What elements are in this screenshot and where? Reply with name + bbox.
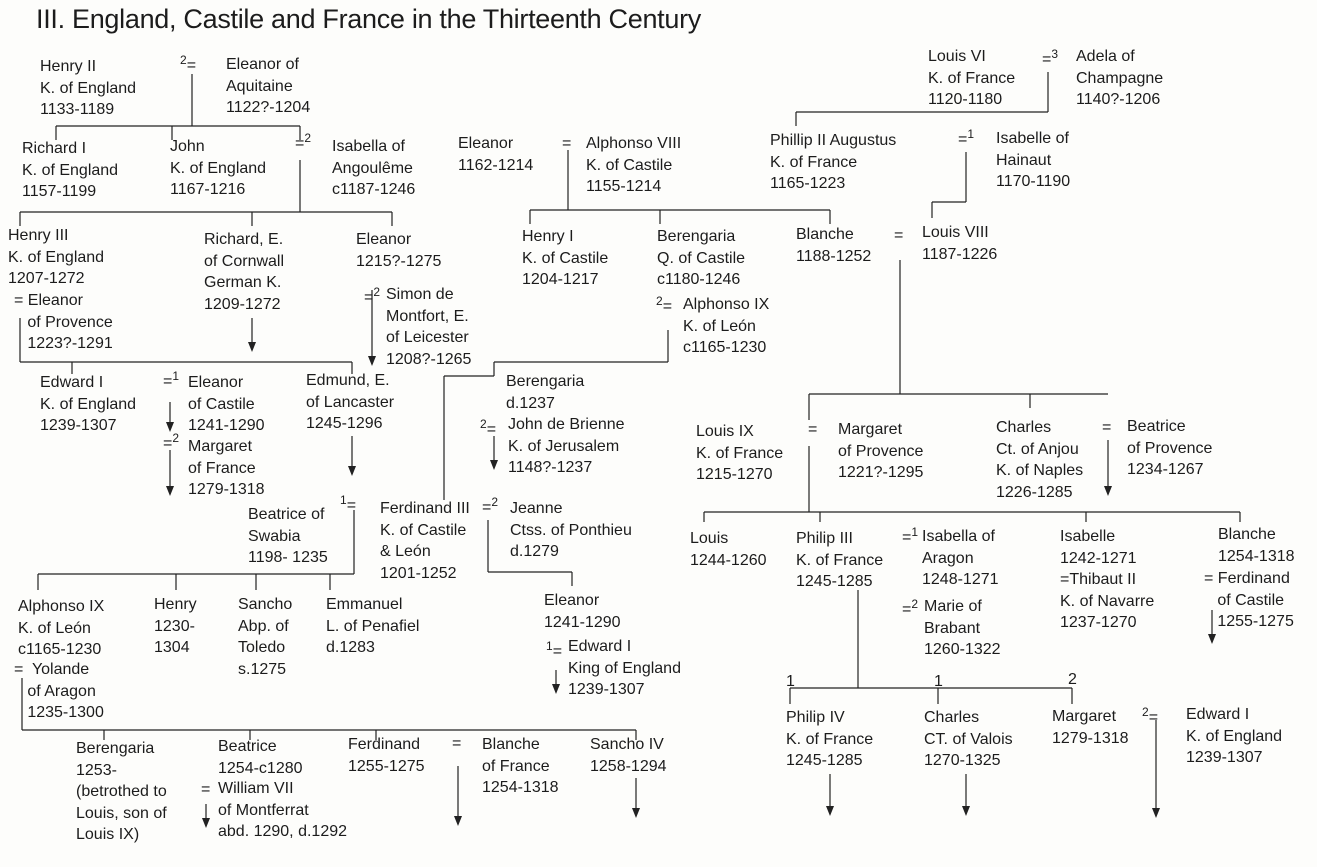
birth-order-mark: 1: [786, 673, 795, 690]
person-beatrice-1254: Beatrice 1254-c1280: [218, 738, 303, 777]
person-simon-de-montfort: Simon de Montfort, E. of Leicester 1208?…: [386, 286, 472, 368]
person-ferdinand-1255: Ferdinand 1255-1275: [348, 736, 425, 775]
marriage-mark: 2=: [180, 53, 197, 74]
person-phillip-ii: Phillip II Augustus K. of France 1165-12…: [770, 132, 897, 192]
person-henry-i-castile: Henry I K. of Castile 1204-1217: [522, 228, 609, 288]
person-isabella-angouleme: Isabella of Angoulême c1187-1246: [332, 138, 416, 198]
marriage-mark: 1=: [340, 493, 357, 514]
birth-order-mark: 1: [934, 673, 943, 690]
person-beatrice-provence: Beatrice of Provence 1234-1267: [1127, 418, 1213, 478]
person-edward-i-king: Edward I King of England 1239-1307: [568, 638, 681, 698]
person-isabelle-1242: Isabelle 1242-1271 =Thibaut II K. of Nav…: [1060, 528, 1155, 631]
chart-title: III. England, Castile and France in the …: [36, 4, 701, 34]
spouse-ferdinand-castile: = Ferdinand of Castile 1255-1275: [1204, 570, 1294, 630]
marriage-mark: =2: [902, 597, 919, 618]
person-emmanuel: Emmanuel L. of Penafiel d.1283: [326, 596, 420, 656]
person-margaret-france: Margaret of France 1279-1318: [188, 438, 265, 498]
person-alphonso-viii: Alphonso VIII K. of Castile 1155-1214: [586, 135, 682, 195]
person-isabelle-hainaut: Isabelle of Hainaut 1170-1190: [996, 130, 1071, 190]
person-henry-iii: Henry III K. of England 1207-1272: [8, 227, 105, 287]
person-william-vii: William VII of Montferrat abd. 1290, d.1…: [218, 780, 348, 840]
person-richard-i: Richard I K. of England 1157-1199: [22, 140, 119, 200]
person-eleanor-1215: Eleanor 1215?-1275: [356, 231, 442, 270]
person-ferdinand-iii: Ferdinand III K. of Castile & León 1201-…: [380, 500, 470, 582]
person-sancho-abp: Sancho Abp. of Toledo s.1275: [238, 596, 293, 678]
birth-order-mark: 2: [1068, 671, 1077, 688]
person-beatrice-swabia: Beatrice of Swabia 1198- 1235: [248, 506, 328, 566]
person-sancho-iv: Sancho IV 1258-1294: [590, 736, 667, 775]
person-eleanor-aquitaine: Eleanor of Aquitaine 1122?-1204: [226, 56, 311, 116]
person-john-de-brienne: John de Brienne K. of Jerusalem 1148?-12…: [508, 416, 625, 476]
person-edward-i-b: Edward I K. of England 1239-1307: [1186, 706, 1283, 766]
marriage-mark: 2=: [480, 417, 497, 438]
person-blanche-1254a: Blanche 1254-1318: [1218, 526, 1295, 565]
marriage-mark: =2: [482, 495, 499, 516]
spouse-eleanor-provence: = Eleanor of Provence 1223?-1291: [14, 292, 113, 352]
person-margaret-provence: Margaret of Provence 1221?-1295: [838, 421, 924, 481]
person-louis-ix: Louis IX K. of France 1215-1270: [696, 423, 784, 483]
marriage-mark: 2=: [656, 294, 673, 315]
marriage-mark: =: [808, 421, 818, 438]
person-louis-viii: Louis VIII 1187-1226: [922, 224, 998, 263]
person-edmund: Edmund, E. of Lancaster 1245-1296: [306, 372, 395, 432]
person-isabella-aragon: Isabella of Aragon 1248-1271: [922, 528, 999, 588]
person-alphonso-ix-a: Alphonso IX K. of León c1165-1230: [683, 296, 770, 356]
person-charles-anjou: Charles Ct. of Anjou K. of Naples 1226-1…: [996, 419, 1084, 501]
person-blanche-1254b: Blanche of France 1254-1318: [482, 736, 559, 796]
marriage-mark: =2: [295, 131, 312, 152]
person-berengaria-1237: Berengaria d.1237: [506, 373, 585, 412]
marriage-mark: =1: [958, 127, 975, 148]
person-adela: Adela of Champagne 1140?-1206: [1076, 48, 1164, 108]
marriage-mark: =: [201, 781, 211, 798]
marriage-mark: =: [562, 135, 572, 152]
person-henry-ii: Henry II K. of England 1133-1189: [40, 58, 137, 118]
marriage-mark: =2: [364, 285, 381, 306]
person-louis-vi: Louis VI K. of France 1120-1180: [928, 48, 1016, 108]
person-jeanne: Jeanne Ctss. of Ponthieu d.1279: [510, 500, 632, 560]
marriage-mark: =1: [902, 525, 919, 546]
person-blanche-1188: Blanche 1188-1252: [796, 226, 872, 265]
marriage-mark: 1=: [546, 639, 563, 660]
person-eleanor-1241: Eleanor 1241-1290: [544, 592, 621, 631]
person-louis-1244: Louis 1244-1260: [690, 530, 767, 569]
person-berengaria-1253: Berengaria 1253- (betrothed to Louis, so…: [76, 740, 167, 843]
person-berengaria-queen: Berengaria Q. of Castile c1180-1246: [657, 228, 746, 288]
person-marie-brabant: Marie of Brabant 1260-1322: [924, 598, 1001, 658]
person-philip-iii: Philip III K. of France 1245-1285: [796, 530, 884, 590]
person-eleanor-1162: Eleanor 1162-1214: [458, 135, 534, 174]
spouse-yolande: = Yolande of Aragon 1235-1300: [14, 661, 104, 721]
marriage-mark: =: [452, 735, 462, 752]
person-alphonso-ix-b: Alphonso IX K. of León c1165-1230: [18, 598, 105, 658]
person-eleanor-castile: Eleanor of Castile 1241-1290: [188, 374, 265, 434]
person-edward-i: Edward I K. of England 1239-1307: [40, 374, 137, 434]
marriage-mark: 2=: [1142, 705, 1159, 726]
person-philip-iv: Philip IV K. of France 1245-1285: [786, 709, 874, 769]
marriage-mark: =1: [163, 369, 180, 390]
marriage-mark: =2: [163, 431, 180, 452]
person-henry-1230: Henry 1230- 1304: [154, 596, 197, 656]
person-margaret-1279: Margaret 1279-1318: [1052, 708, 1129, 747]
person-charles-valois: Charles CT. of Valois 1270-1325: [924, 709, 1013, 769]
marriage-mark: =: [894, 227, 904, 244]
person-richard-cornwall: Richard, E. of Cornwall German K. 1209-1…: [204, 231, 285, 313]
marriage-mark: =: [1102, 419, 1112, 436]
person-john: John K. of England 1167-1216: [170, 138, 267, 198]
marriage-mark: =3: [1042, 47, 1059, 68]
